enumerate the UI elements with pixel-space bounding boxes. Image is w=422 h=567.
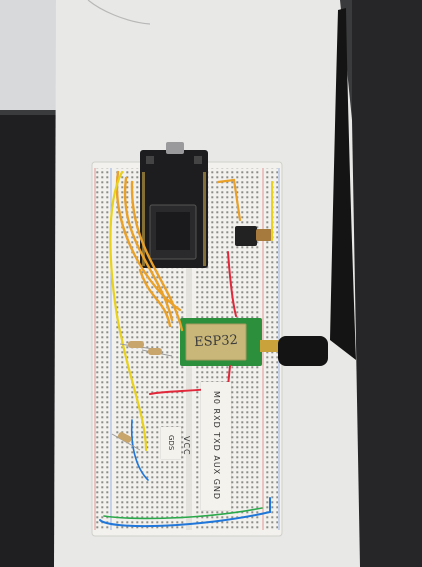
lora-module (180, 318, 328, 366)
sma-connector (260, 340, 280, 352)
dark-fabric (0, 115, 62, 567)
boot-button (146, 156, 154, 164)
resistors (111, 341, 173, 451)
usb-c-port (166, 142, 184, 154)
background-top-left (0, 0, 58, 110)
antenna-base (278, 336, 328, 366)
wire-red-1 (227, 251, 237, 317)
antenna (330, 8, 356, 360)
wire-orange-2 (123, 176, 174, 322)
wire-orange-1 (115, 170, 182, 312)
wire-orange-3 (130, 180, 184, 332)
small-label-note: GDS (161, 427, 181, 459)
wire-orange-4 (138, 268, 172, 328)
pin-label-note: M0 RXD TXD AUX GND VCC (182, 382, 231, 510)
module-handwritten-label: ESP32 (193, 332, 239, 351)
wire-yellow (109, 170, 148, 452)
wire-blue-left (130, 419, 149, 481)
buzzer-component (235, 226, 272, 246)
esp32-devboard (140, 142, 208, 268)
lora-shield (185, 323, 247, 361)
background-right-dark (352, 0, 422, 567)
jumper-wires (99, 170, 273, 528)
resistor-3 (141, 348, 173, 357)
wire-blue (99, 497, 271, 528)
resistor-2 (111, 432, 141, 451)
desk-cable (87, 0, 151, 25)
wire-green (103, 507, 263, 520)
wire-orange-top (216, 178, 242, 222)
power-rail-left (96, 168, 110, 530)
reset-button (194, 156, 202, 164)
